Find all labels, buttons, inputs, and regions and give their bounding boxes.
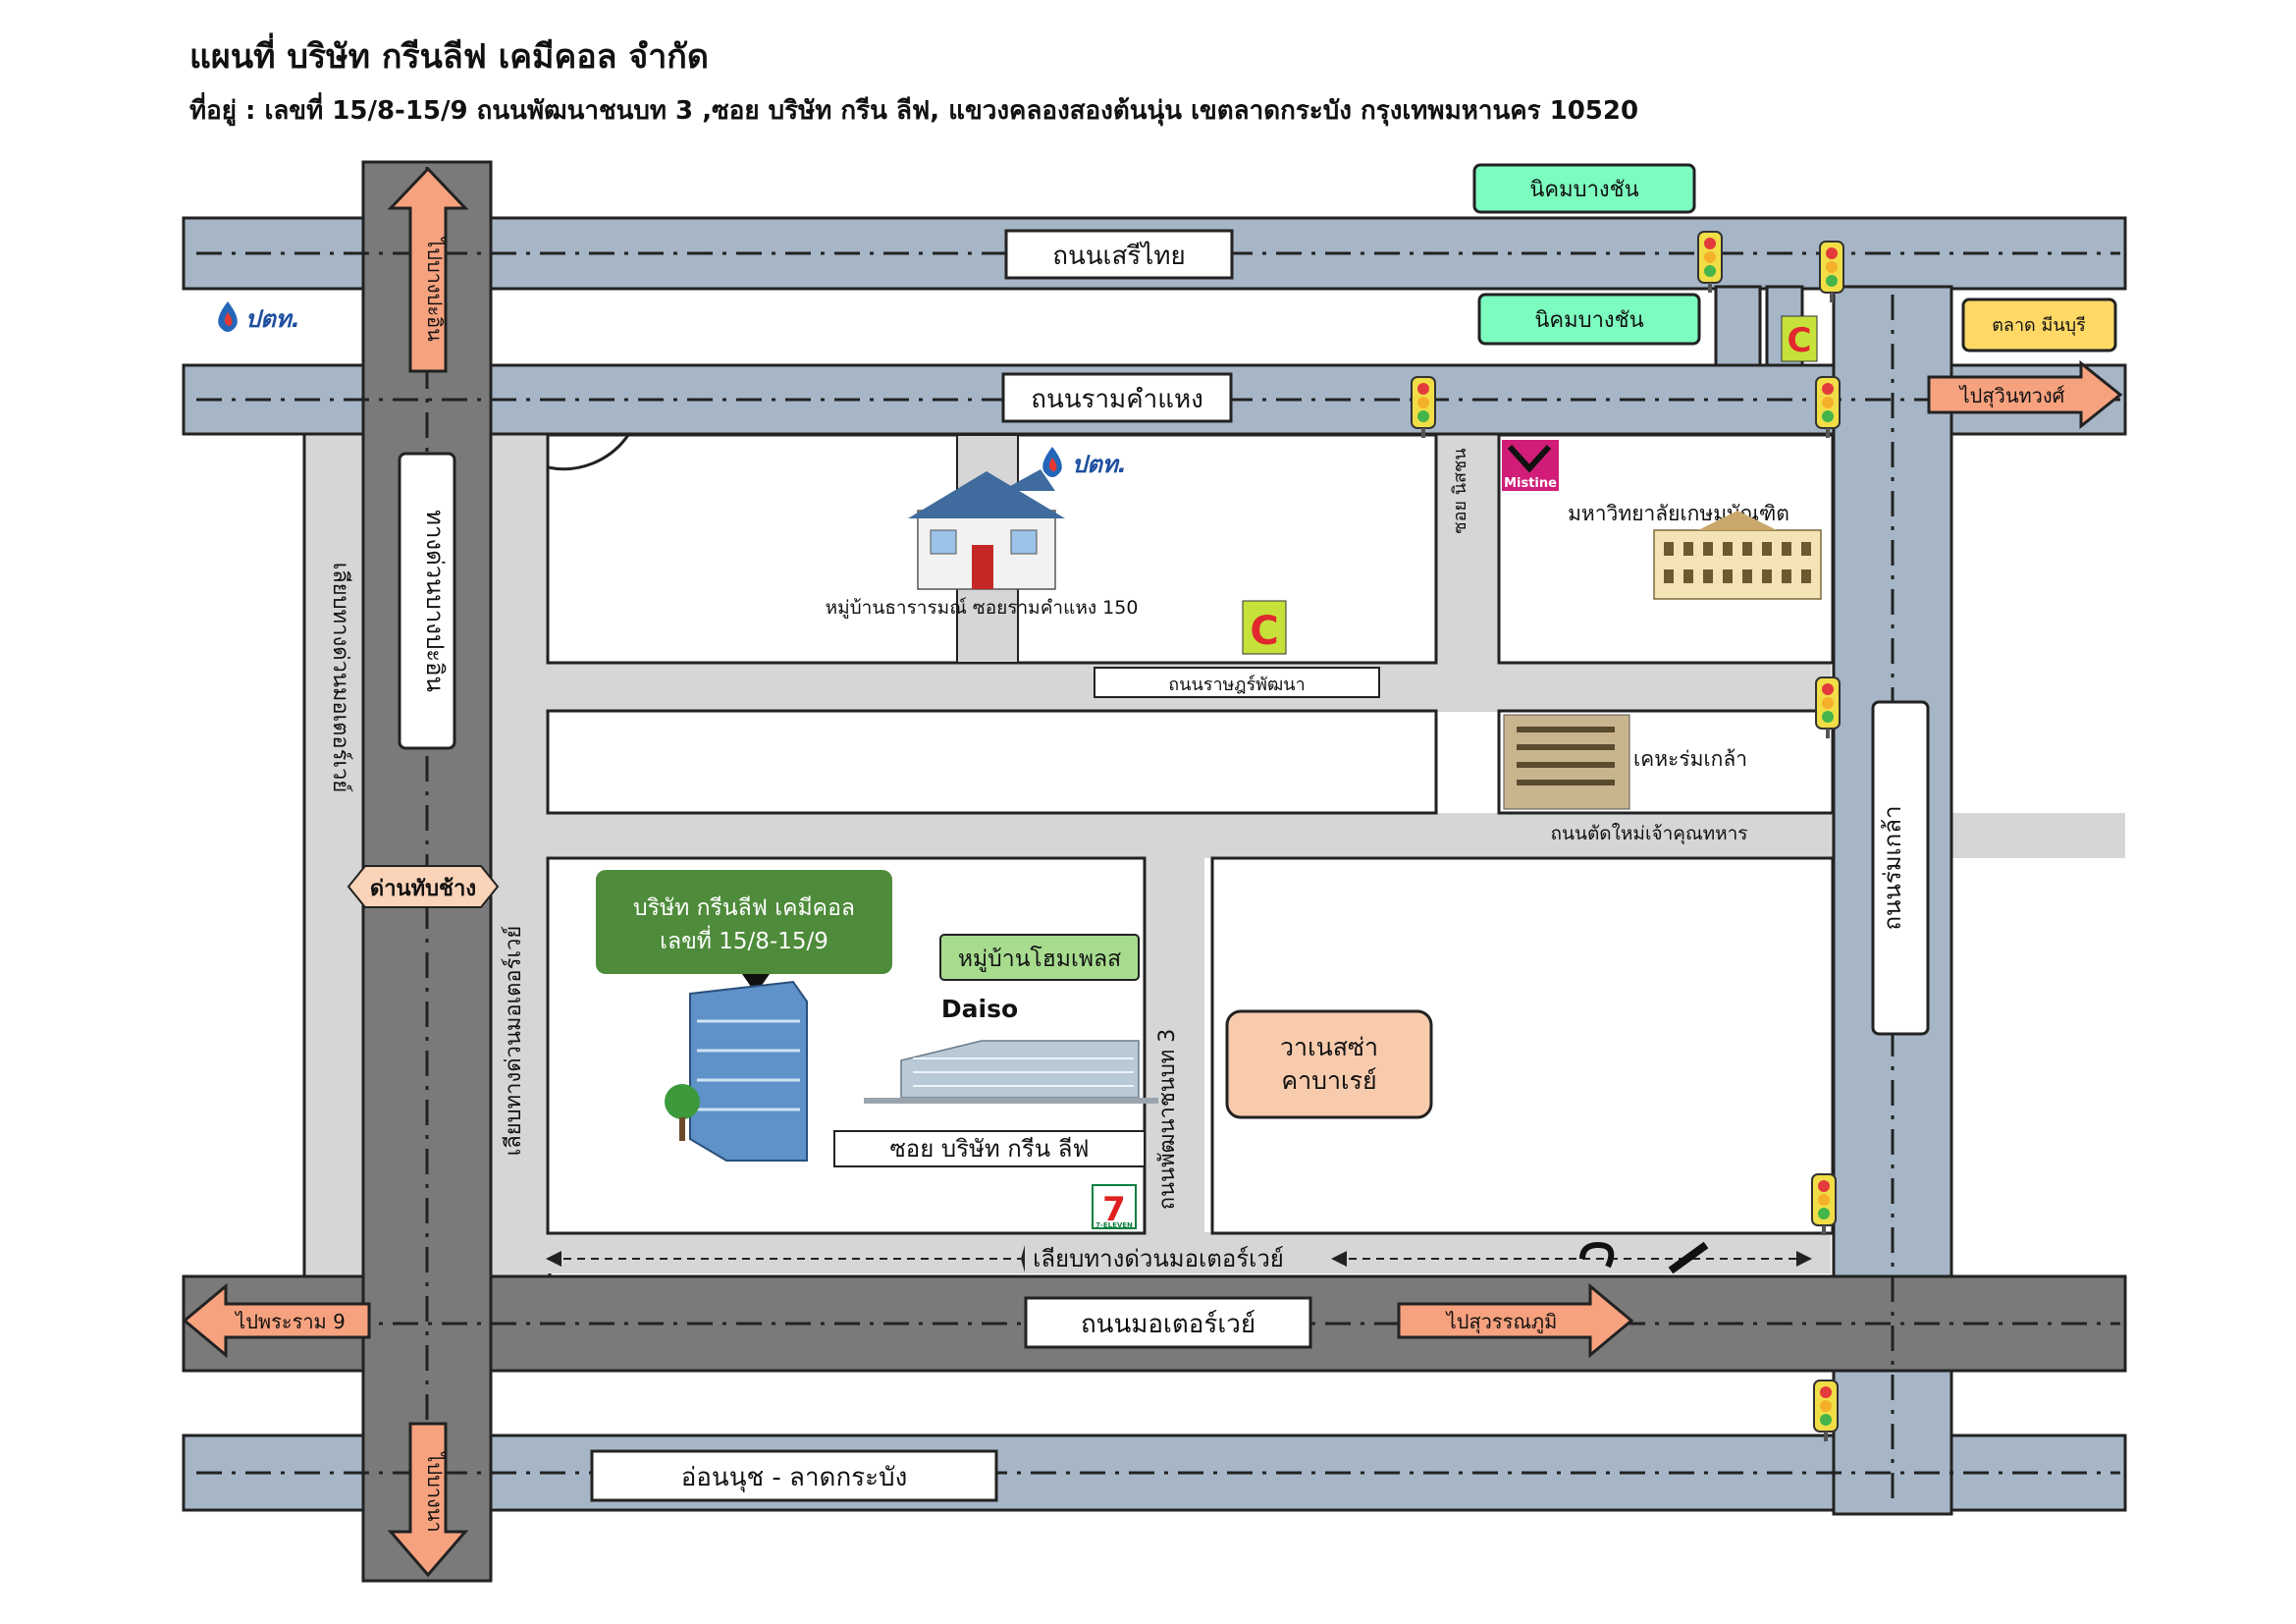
road-ramkhamhaeng: ถนนรามคำแหง bbox=[1001, 372, 1233, 423]
map-title: แผนที่ บริษัท กรีนลีฟ เคมีคอล จำกัด bbox=[189, 37, 709, 77]
ptt-logo-center-label: ปตท. bbox=[1072, 451, 1127, 478]
u-turn-icon bbox=[1579, 1241, 1615, 1269]
arrow-south-label: ไปบางนา bbox=[423, 1450, 447, 1532]
daiso-building-icon bbox=[864, 1040, 1158, 1104]
market-minburi: ตลาด มีนบุรี bbox=[1961, 298, 2117, 352]
soi-greenleaf: ซอย บริษัท กรีน ลีฟ bbox=[833, 1130, 1146, 1167]
village-tararom-label: หมู่บ้านธารารมณ์ ซอยรามคำแหง 150 bbox=[826, 597, 1139, 619]
turn-mark-icon bbox=[1668, 1241, 1709, 1274]
road-motorway-label: ถนนมอเตอร์เวย์ bbox=[1081, 1310, 1255, 1339]
market-label: ตลาด มีนบุรี bbox=[1992, 315, 2086, 336]
home-place-label: หมู่บ้านโฮมเพลส bbox=[958, 946, 1121, 972]
mistine-logo: Mistine bbox=[1502, 440, 1559, 491]
big-c-icon-top: C bbox=[1781, 315, 1818, 362]
road-soi-nisachon-label: ซอย นิสชน bbox=[1450, 448, 1470, 533]
road-frontage-left-inner-label: เลียบทางด่วนมอเตอร์เวย์ bbox=[502, 926, 526, 1156]
arrow-east-ramkhamhaeng-label: ไปสุวินทวงศ์ bbox=[1958, 384, 2065, 408]
road-bangpa-in-way: ทางด่วนบางปะอิน bbox=[398, 452, 456, 750]
road-chaokhun-label: ถนนตัดใหม่เจ้าคุณทหาร bbox=[1550, 823, 1747, 845]
seven-eleven-logo: 7 7-ELEVEN bbox=[1092, 1184, 1137, 1229]
road-seri-thai-label: ถนนเสรีไทย bbox=[1052, 241, 1185, 271]
nikhom-second: นิคมบางชัน bbox=[1477, 293, 1701, 346]
arrow-east-motorway: ไปสุวรรณภูมิ bbox=[1397, 1282, 1634, 1359]
toll-booth-label: ด่านทับช้าง bbox=[370, 877, 476, 901]
road-bangpa-in-label: ทางด่วนบางปะอิน bbox=[421, 510, 449, 692]
company-number-label: เลขที่ 15/8-15/9 bbox=[660, 925, 828, 954]
company-building-icon bbox=[665, 980, 808, 1162]
home-place: หมู่บ้านโฮมเพลส bbox=[939, 934, 1140, 981]
university-building-icon bbox=[1653, 511, 1822, 600]
road-romklao-label: ถนนร่มเกล้า bbox=[1879, 806, 1906, 931]
nikhom-top: นิคมบางชัน bbox=[1472, 163, 1696, 214]
vanessa-line1-label: วาเนสซ่า bbox=[1280, 1033, 1378, 1061]
arrow-east-ramkhamhaeng: ไปสุวินทวงศ์ bbox=[1927, 359, 2123, 430]
nikhom-second-label: นิคมบางชัน bbox=[1534, 308, 1643, 333]
ptt-logo-left: ปตท. bbox=[218, 301, 300, 333]
road-frontage-bottom-label: เลียบทางด่วนมอเตอร์เวย์ bbox=[1033, 1245, 1284, 1272]
road-pattana-chonnabot-label: ถนนพัฒนาชนบท 3 bbox=[1155, 1029, 1180, 1211]
kheha-label: เคหะร่มเกล้า bbox=[1633, 747, 1747, 771]
arrow-south: ไปบางนา bbox=[387, 1422, 469, 1578]
soi-greenleaf-label: ซอย บริษัท กรีน ลีฟ bbox=[890, 1135, 1090, 1163]
road-onnut-label: อ่อนนุช - ลาดกระบัง bbox=[681, 1463, 908, 1492]
road-frontage-bottom: เลียบทางด่วนมอเตอร์เวย์ bbox=[546, 1245, 1812, 1272]
svg-text:C: C bbox=[1788, 321, 1812, 360]
arrow-east-motorway-label: ไปสุวรรณภูมิ bbox=[1445, 1310, 1558, 1334]
road-seri-thai: ถนนเสรีไทย bbox=[1004, 229, 1234, 280]
kheha-building-icon bbox=[1503, 714, 1630, 810]
road-ramkhamhaeng-label: ถนนรามคำแหง bbox=[1031, 385, 1203, 414]
arrow-west-label: ไปพระราม 9 bbox=[234, 1310, 346, 1333]
house-icon bbox=[908, 469, 1065, 590]
toll-booth: ด่านทับช้าง bbox=[347, 865, 500, 908]
road-onnut: อ่อนนุช - ลาดกระบัง bbox=[590, 1449, 998, 1502]
ptt-logo-center: ปตท. bbox=[1042, 447, 1127, 478]
daiso-label: Daiso bbox=[941, 995, 1018, 1023]
company-name-label: บริษัท กรีนลีฟ เคมีคอล bbox=[633, 895, 855, 921]
mistine-label: Mistine bbox=[1504, 476, 1557, 491]
svg-text:C: C bbox=[1250, 609, 1278, 654]
road-ratpattana-label: ถนนราษฎร์พัฒนา bbox=[1168, 675, 1305, 695]
company-callout: บริษัท กรีนลีฟ เคมีคอล เลขที่ 15/8-15/9 bbox=[596, 870, 892, 994]
road-ratpattana: ถนนราษฎร์พัฒนา bbox=[1094, 667, 1380, 698]
road-frontage-left-outer-label: เลียบทางด่วนมอเตอร์เวย์ bbox=[328, 563, 352, 792]
vanessa-line2-label: คาบาเรย์ bbox=[1281, 1066, 1376, 1095]
arrow-north-label: ไปบางปะอิน bbox=[423, 236, 447, 342]
big-c-icon-center: C bbox=[1242, 600, 1287, 655]
company-address: ที่อยู่ : เลขที่ 15/8-15/9 ถนนพัฒนาชนบท … bbox=[189, 96, 1639, 126]
road-romklao: ถนนร่มเกล้า bbox=[1871, 700, 1930, 1036]
arrow-west: ไปพระราม 9 bbox=[182, 1282, 371, 1359]
nikhom-top-label: นิคมบางชัน bbox=[1529, 178, 1638, 202]
ptt-logo-left-label: ปตท. bbox=[245, 305, 300, 333]
vanessa-cabaret: วาเนสซ่า คาบาเรย์ bbox=[1225, 1009, 1433, 1119]
corner-curve bbox=[547, 434, 630, 471]
seven-eleven-label: 7-ELEVEN bbox=[1095, 1221, 1133, 1229]
road-motorway: ถนนมอเตอร์เวย์ bbox=[1024, 1296, 1312, 1349]
arrow-north: ไปบางปะอิน bbox=[387, 166, 469, 373]
svg-text:7: 7 bbox=[1102, 1190, 1126, 1229]
